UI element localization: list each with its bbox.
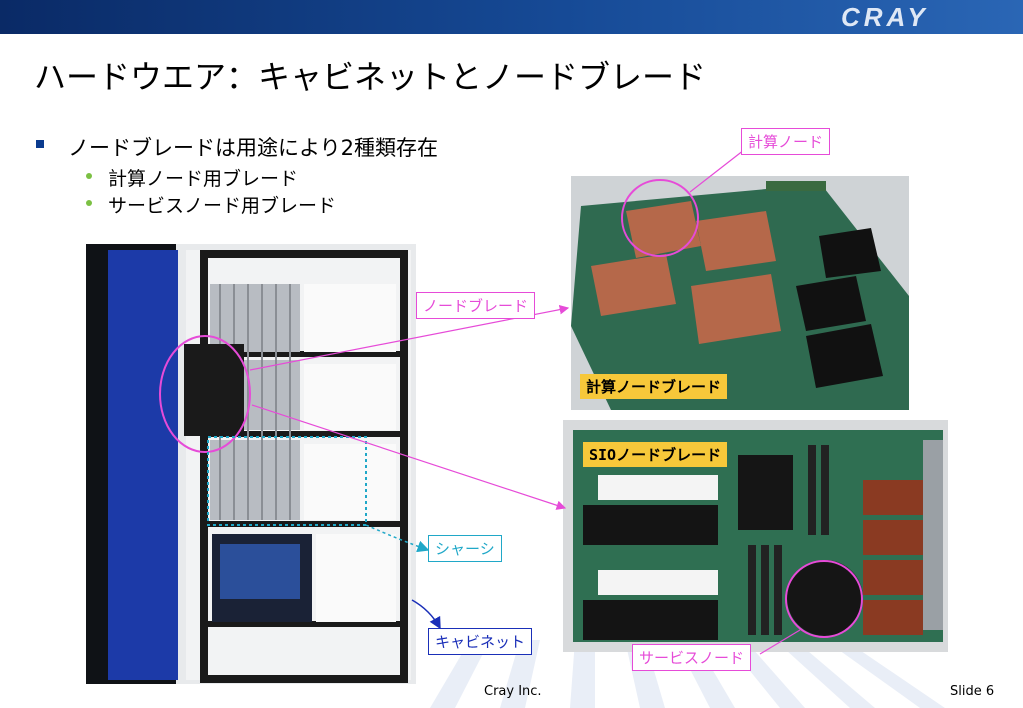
cabinet-photo bbox=[86, 244, 416, 684]
compute-node-label: 計算ノード bbox=[741, 128, 831, 155]
dot-bullet-icon bbox=[86, 173, 92, 179]
bullet-main-text: ノードブレードは用途により2種類存在 bbox=[68, 136, 438, 160]
cray-logo: CRAY bbox=[841, 4, 929, 30]
service-node-label: サービスノード bbox=[632, 644, 752, 671]
svg-text:CRAY: CRAY bbox=[841, 4, 929, 30]
footer-slide-number: Slide 6 bbox=[950, 684, 995, 699]
chassis-label: シャーシ bbox=[428, 535, 502, 562]
dot-bullet-icon bbox=[86, 200, 92, 206]
sio-node-blade-label: SIOノードブレード bbox=[583, 442, 728, 467]
node-blade-label: ノードブレード bbox=[416, 292, 536, 319]
header-bar: CRAY bbox=[0, 0, 1023, 34]
page-title: ハードウエア：キャビネットとノードブレード bbox=[34, 58, 707, 96]
bullet-sub-text: 計算ノード用ブレード bbox=[108, 168, 299, 190]
square-bullet-icon bbox=[36, 140, 44, 148]
bullet-sub-text: サービスノード用ブレード bbox=[108, 195, 337, 217]
compute-node-blade-label: 計算ノードブレード bbox=[580, 374, 728, 399]
footer-company: Cray Inc. bbox=[484, 684, 542, 699]
cabinet-label: キャビネット bbox=[428, 628, 533, 655]
